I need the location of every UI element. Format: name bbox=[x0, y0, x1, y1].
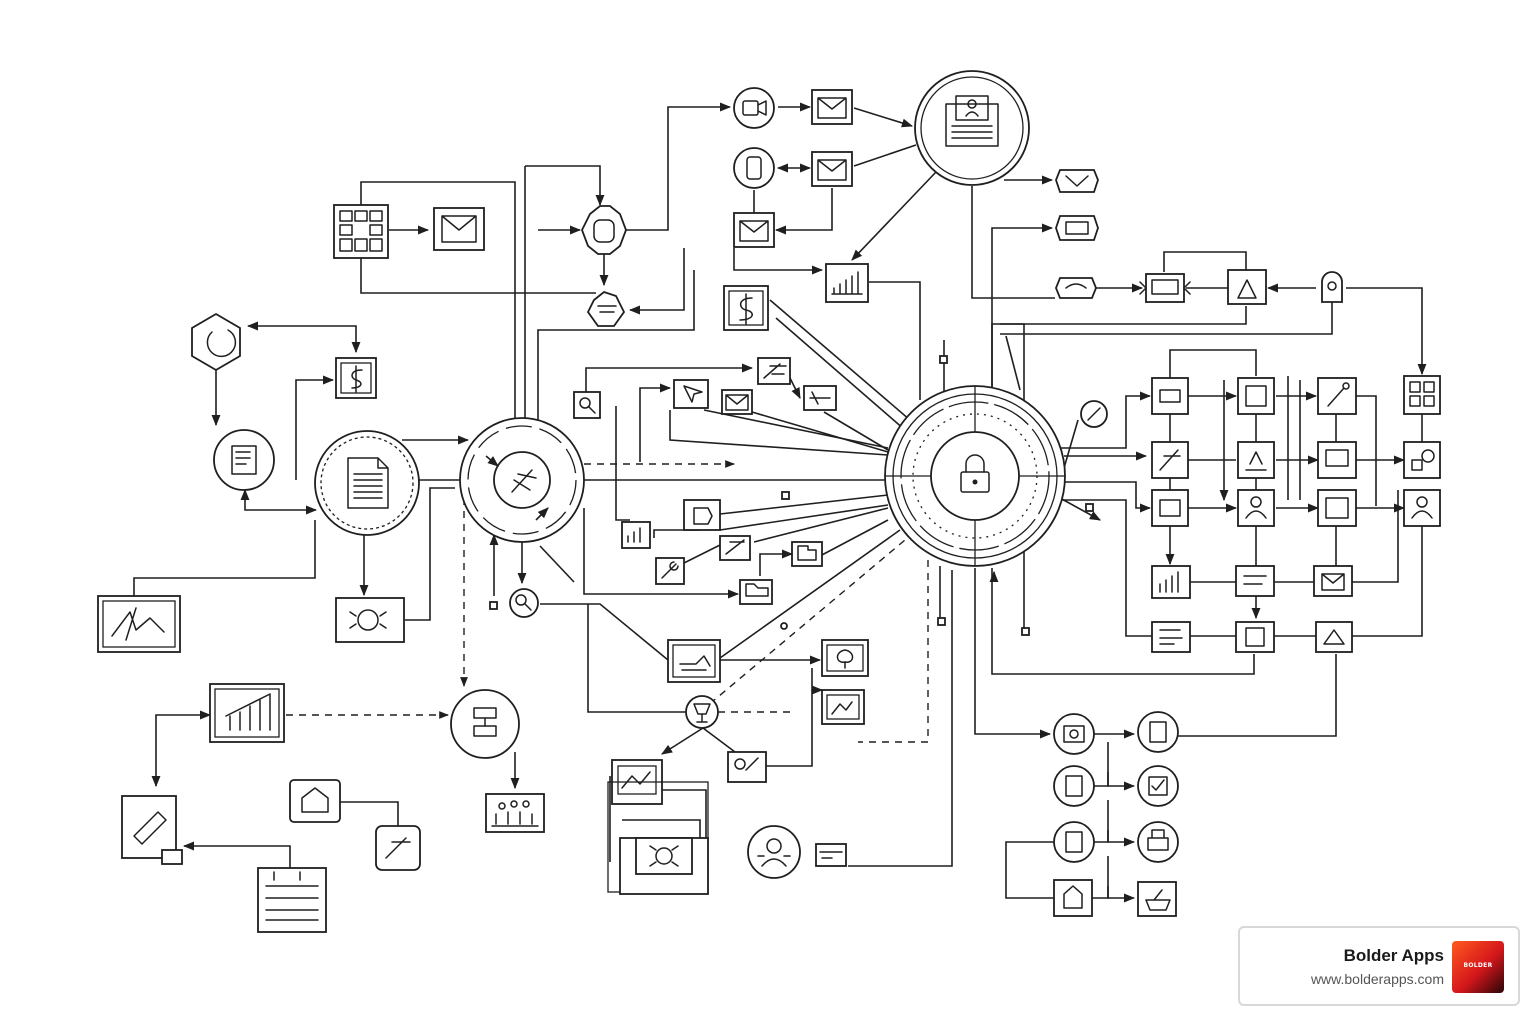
brand-logo: BOLDER bbox=[1452, 941, 1504, 993]
magnifier-node-1[interactable] bbox=[573, 391, 601, 419]
link-node[interactable] bbox=[727, 751, 767, 783]
chart-node-small[interactable] bbox=[621, 521, 651, 549]
team-node[interactable] bbox=[485, 793, 545, 833]
grid-node-r4c1[interactable] bbox=[1151, 565, 1191, 599]
wrench-node[interactable] bbox=[655, 557, 685, 585]
trophy-node[interactable] bbox=[685, 695, 719, 729]
phone-node[interactable] bbox=[733, 147, 775, 189]
support-agent-node[interactable] bbox=[747, 825, 801, 879]
tablet-node[interactable] bbox=[1053, 821, 1095, 863]
warning-node[interactable] bbox=[1227, 269, 1267, 305]
capsule-node[interactable] bbox=[121, 795, 183, 865]
lock-icon bbox=[960, 454, 990, 493]
delivery-node[interactable] bbox=[667, 639, 721, 683]
cursor-node[interactable] bbox=[673, 379, 709, 409]
grid-node-r2c3[interactable] bbox=[1317, 441, 1357, 479]
grid-node-r3c1[interactable] bbox=[1151, 489, 1189, 527]
dashboard-grid-node[interactable] bbox=[333, 204, 389, 259]
video-camera-node[interactable] bbox=[733, 87, 775, 129]
grid-node-r3c3[interactable] bbox=[1317, 489, 1357, 527]
dollar-node-1[interactable] bbox=[723, 285, 769, 331]
brand-logo-text: BOLDER bbox=[1463, 962, 1493, 969]
home-node[interactable] bbox=[289, 779, 341, 823]
tools-node-1[interactable] bbox=[757, 357, 791, 385]
vehicle-node[interactable] bbox=[739, 579, 773, 605]
tag-node[interactable] bbox=[683, 499, 721, 531]
printer-node[interactable] bbox=[1137, 821, 1179, 863]
mail-node-1[interactable] bbox=[433, 207, 485, 251]
invoice-node[interactable] bbox=[213, 429, 275, 491]
cloud-node[interactable] bbox=[1055, 277, 1097, 299]
camera-node[interactable] bbox=[1053, 713, 1095, 755]
right-grid bbox=[1151, 375, 1441, 653]
robot-head-node[interactable] bbox=[581, 205, 627, 255]
grid-node-r5c1[interactable] bbox=[1151, 621, 1191, 653]
tools-node-3[interactable] bbox=[375, 825, 421, 871]
grid-node-r1c2[interactable] bbox=[1237, 377, 1275, 415]
connectors bbox=[133, 102, 1427, 903]
grid-node-r3c4[interactable] bbox=[1403, 489, 1441, 527]
document-node[interactable] bbox=[314, 430, 420, 536]
grid-node-r4c3[interactable] bbox=[1313, 565, 1353, 597]
growth-chart-node[interactable] bbox=[209, 683, 285, 743]
house-node[interactable] bbox=[1053, 879, 1093, 917]
grid-node-r2c4[interactable] bbox=[1403, 441, 1441, 479]
magnifier-node-2[interactable] bbox=[509, 588, 539, 618]
hub-central-lock bbox=[884, 385, 1066, 567]
mail-node-3[interactable] bbox=[811, 151, 853, 187]
monitor-stack-node[interactable] bbox=[607, 759, 709, 895]
grid-node-r1c4[interactable] bbox=[1403, 375, 1441, 415]
shield-node[interactable] bbox=[586, 290, 626, 327]
grid-node-r2c2[interactable] bbox=[1237, 441, 1275, 479]
brand-url: www.bolderapps.com bbox=[1310, 971, 1444, 987]
power-node[interactable] bbox=[191, 312, 241, 372]
tree-node[interactable] bbox=[821, 639, 869, 677]
ticket-node[interactable] bbox=[803, 385, 837, 411]
pin-node[interactable] bbox=[1321, 271, 1343, 303]
bottom-right-grid bbox=[1053, 711, 1179, 917]
device-node-2[interactable] bbox=[1055, 215, 1099, 241]
dollar-node-2[interactable] bbox=[335, 357, 377, 399]
mail-node-5[interactable] bbox=[721, 389, 753, 415]
image-node[interactable] bbox=[821, 689, 865, 725]
grid-node-r1c3[interactable] bbox=[1317, 377, 1357, 415]
bar-chart-node-1[interactable] bbox=[825, 263, 869, 303]
settings-card-node[interactable] bbox=[335, 597, 405, 643]
profile-monitor-node[interactable] bbox=[914, 70, 1030, 186]
brand-watermark: Bolder Apps www.bolderapps.com BOLDER bbox=[1238, 926, 1520, 1006]
calendar-node[interactable] bbox=[257, 867, 327, 933]
grid-node-r5c3[interactable] bbox=[1315, 621, 1353, 653]
basket-node[interactable] bbox=[1137, 881, 1177, 917]
truck-node[interactable] bbox=[791, 541, 823, 567]
report-node[interactable] bbox=[1137, 711, 1179, 753]
phone-node-2[interactable] bbox=[1053, 765, 1095, 807]
device-node-1[interactable] bbox=[1055, 169, 1099, 193]
grid-node-r1c1[interactable] bbox=[1151, 377, 1189, 415]
hub-left bbox=[459, 417, 585, 543]
grid-node-r3c2[interactable] bbox=[1237, 489, 1275, 527]
analysis-monitor-node[interactable] bbox=[97, 595, 181, 653]
connector-dots bbox=[489, 355, 1108, 636]
grid-node-r4c2[interactable] bbox=[1235, 565, 1275, 597]
mail-node-4[interactable] bbox=[733, 212, 775, 248]
tools-node-2[interactable] bbox=[719, 535, 751, 561]
card-node[interactable] bbox=[815, 843, 847, 867]
mail-node-2[interactable] bbox=[811, 89, 853, 125]
brand-name: Bolder Apps bbox=[1343, 946, 1444, 965]
grid-node-r2c1[interactable] bbox=[1151, 441, 1189, 479]
server-node[interactable] bbox=[1139, 273, 1191, 303]
grid-node-r5c2[interactable] bbox=[1235, 621, 1275, 653]
org-chart-node[interactable] bbox=[450, 689, 520, 759]
checklist-node[interactable] bbox=[1137, 765, 1179, 807]
